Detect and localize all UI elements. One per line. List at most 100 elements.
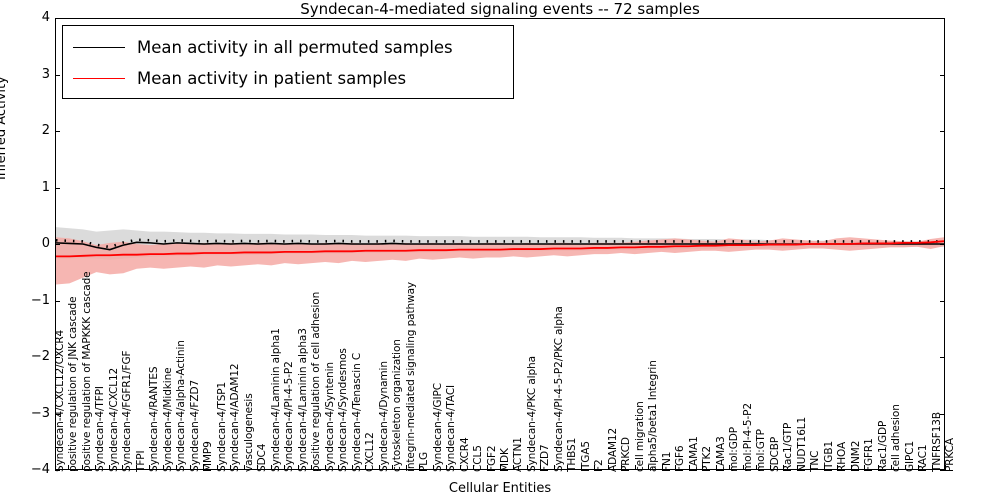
y-tick-mark — [55, 244, 60, 245]
x-tick-label: Syndecan-4/ADAM12 — [229, 363, 242, 472]
y-tick-mark — [940, 74, 945, 76]
y-tick-label: 1 — [41, 179, 50, 195]
x-tick-label: Syndecan-4/CXCL12 — [107, 367, 120, 472]
x-tick-mark — [837, 465, 839, 470]
x-tick-label: Syndecan-4/Tenascin C — [350, 352, 363, 472]
x-tick-label: FN1 — [660, 451, 673, 472]
x-tick-label: Syndecan-4/FGFR1/FGF — [121, 350, 134, 472]
x-tick-label: TNFRSF13B — [930, 412, 943, 472]
x-tick-mark — [230, 465, 232, 470]
x-tick-label: Syndecan-4/Syntenin — [323, 362, 336, 472]
x-tick-mark — [68, 465, 70, 470]
x-tick-label: cell migration — [633, 401, 646, 472]
x-tick-label: LAMA3 — [714, 436, 727, 472]
x-tick-mark — [729, 465, 731, 470]
x-tick-mark — [526, 465, 528, 470]
x-tick-label: Rac1/GTP — [782, 422, 795, 472]
x-tick-mark — [931, 465, 933, 470]
x-tick-label: positive regulation of cell adhesion — [310, 291, 323, 472]
x-tick-mark — [297, 465, 299, 470]
x-tick-mark — [257, 465, 259, 470]
x-tick-mark — [55, 465, 56, 470]
y-tick-mark — [55, 74, 60, 76]
x-tick-mark — [135, 465, 137, 470]
x-tick-label: Syndecan-4/CXCL12/CXCR4 — [54, 329, 66, 472]
x-tick-mark — [284, 465, 286, 470]
x-tick-label: Syndecan-4/RANTES — [148, 366, 161, 472]
legend-item: Mean activity in patient samples — [73, 63, 503, 94]
x-tick-mark — [702, 465, 704, 470]
x-tick-mark — [338, 465, 340, 470]
x-tick-label: PRKCA — [944, 438, 956, 472]
y-tick-mark — [940, 131, 945, 132]
legend-swatch-patient-icon — [73, 78, 125, 79]
x-tick-mark — [945, 465, 946, 470]
y-tick-label: −4 — [30, 462, 50, 477]
x-tick-mark — [675, 465, 677, 470]
x-tick-mark — [621, 465, 623, 470]
x-tick-label: LAMA1 — [687, 436, 700, 472]
y-tick-label: −1 — [30, 292, 50, 308]
x-tick-label: ADAM12 — [606, 427, 619, 472]
y-tick-label: 3 — [41, 66, 50, 82]
x-tick-label: positive regulation of JNK cascade — [67, 296, 80, 472]
x-tick-mark — [756, 465, 758, 470]
x-tick-mark — [891, 465, 893, 470]
x-tick-label: SDC4 — [256, 443, 269, 472]
x-tick-label: integrin-mediated signaling pathway — [404, 281, 417, 472]
x-tick-label: PLG — [418, 451, 431, 472]
x-tick-label: Syndecan-4/GIPC — [431, 383, 444, 472]
x-tick-label: GIPC1 — [903, 440, 916, 472]
x-tick-label: CXCR4 — [458, 437, 471, 472]
x-tick-label: Syndecan-4/Midkine — [161, 367, 174, 472]
y-tick-label: 2 — [41, 123, 50, 138]
x-tick-label: mol:PI-4-5-P2 — [741, 403, 754, 472]
x-tick-label: cell adhesion — [890, 404, 903, 472]
x-tick-label: CXCL12 — [364, 432, 377, 472]
y-tick-mark — [940, 413, 945, 415]
x-tick-mark — [661, 465, 663, 470]
y-tick-label: −2 — [30, 349, 50, 364]
x-tick-label: F2 — [593, 459, 606, 472]
y-axis-title: Inferred Activity — [0, 76, 9, 180]
chart-legend: Mean activity in all permuted samples Me… — [62, 25, 514, 99]
patient-mean-line — [56, 240, 944, 258]
y-tick-mark — [55, 187, 60, 189]
y-tick-label: −3 — [30, 405, 50, 421]
y-tick-label: 0 — [41, 236, 50, 251]
x-tick-mark — [594, 465, 596, 470]
x-tick-mark — [742, 465, 744, 470]
x-tick-label: vasculogenesis — [242, 393, 255, 472]
x-tick-mark — [500, 465, 501, 470]
y-tick-label: 4 — [41, 10, 50, 25]
x-tick-mark — [405, 465, 407, 470]
y-tick-mark — [940, 18, 945, 19]
x-tick-mark — [607, 465, 609, 470]
x-tick-label: Syndecan-4/alpha-Actinin — [175, 340, 188, 472]
x-tick-mark — [216, 465, 218, 470]
y-tick-mark — [55, 470, 60, 471]
x-tick-label: MMP9 — [202, 441, 215, 472]
x-tick-label: PTK2 — [701, 446, 714, 472]
page-title: Syndecan-4-mediated signaling events -- … — [300, 0, 700, 18]
x-tick-label: CCL5 — [472, 445, 485, 472]
x-tick-mark — [270, 465, 272, 470]
x-tick-mark — [311, 465, 313, 470]
x-tick-label: mol:GDP — [728, 427, 741, 472]
x-tick-mark — [324, 465, 326, 470]
x-tick-label: ACTN1 — [512, 437, 525, 472]
x-tick-label: mol:GTP — [755, 429, 768, 472]
x-tick-label: Syndecan-4/Dynamin — [377, 361, 390, 472]
x-tick-label: TNC — [809, 450, 822, 472]
legend-label-permuted: Mean activity in all permuted samples — [137, 38, 453, 57]
x-tick-label: Syndecan-4/PI-4-5-P2 — [283, 361, 296, 472]
x-tick-label: Syndecan-4/TFPI — [94, 386, 107, 472]
x-tick-mark — [513, 465, 515, 470]
patient-confidence-band — [56, 237, 944, 285]
x-tick-label: Syndecan-4/FZD7 — [188, 379, 201, 472]
x-tick-mark — [81, 465, 83, 470]
x-tick-mark — [918, 465, 920, 470]
y-tick-mark — [55, 18, 60, 19]
x-tick-label: FGFR1 — [863, 438, 876, 472]
